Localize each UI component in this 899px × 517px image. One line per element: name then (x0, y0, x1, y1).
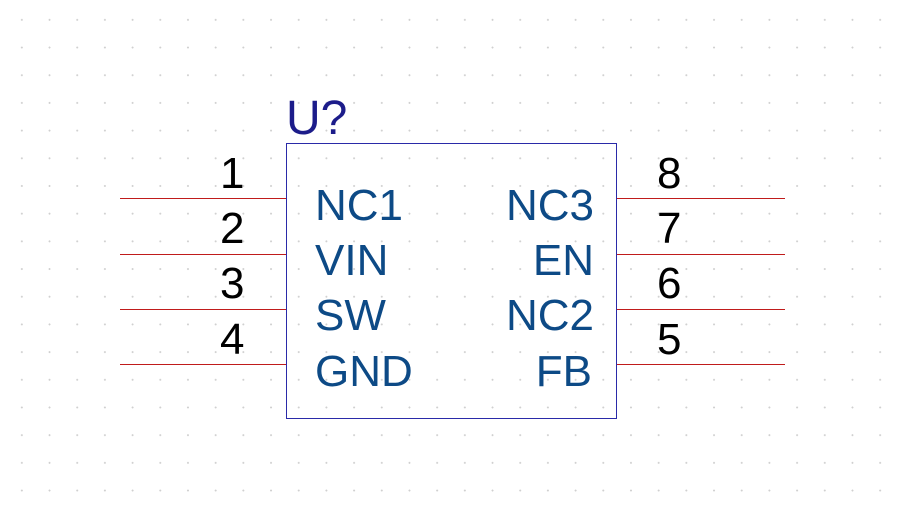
pin-1-name: NC1 (315, 181, 404, 230)
pin-7-line[interactable] (617, 254, 785, 255)
pin-2-number: 2 (220, 204, 245, 253)
component-designator[interactable]: U? (286, 92, 348, 145)
pin-8-name: NC3 (505, 181, 594, 230)
pin-2-name: VIN (315, 236, 389, 285)
pin-6-name: NC2 (505, 291, 594, 340)
pin-1-line[interactable] (120, 198, 286, 199)
pin-4-number: 4 (220, 315, 245, 364)
pin-3-number: 3 (220, 259, 245, 308)
pin-4-name: GND (315, 347, 413, 396)
pin-8-number: 8 (657, 149, 682, 198)
pin-2-line[interactable] (120, 254, 286, 255)
pin-3-line[interactable] (120, 309, 286, 310)
pin-8-line[interactable] (617, 198, 785, 199)
pin-1-number: 1 (220, 149, 245, 198)
component-body[interactable] (286, 143, 617, 419)
pin-6-number: 6 (657, 259, 682, 308)
pin-6-line[interactable] (617, 309, 785, 310)
pin-4-line[interactable] (120, 364, 286, 365)
pin-7-number: 7 (657, 204, 682, 253)
pin-3-name: SW (315, 291, 386, 340)
pin-7-name: EN (532, 236, 594, 285)
pin-5-name: FB (535, 347, 592, 396)
pin-5-number: 5 (657, 315, 682, 364)
pin-5-line[interactable] (617, 364, 785, 365)
